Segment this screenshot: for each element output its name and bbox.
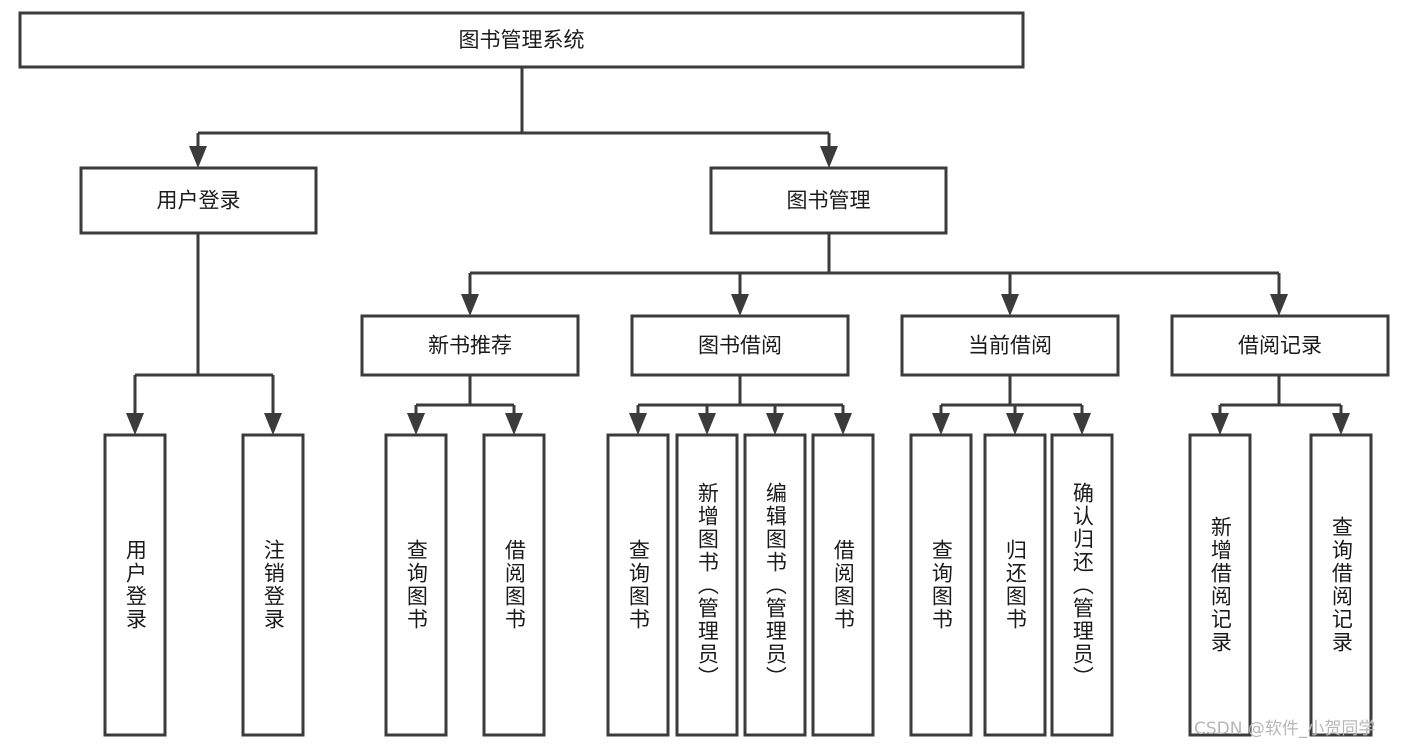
connector-group-userlogin-to-leaves: [126, 233, 282, 435]
node-box-leaf-query-book-1[interactable]: [384, 433, 448, 737]
node-box-leaf-query-record[interactable]: [1309, 433, 1373, 737]
arrow-head-icon: [820, 146, 838, 168]
connector-group-bookborrow-to-leaves: [629, 375, 852, 435]
node-box-current-borrow[interactable]: [900, 314, 1120, 377]
connector-group-currentborrow-to-leaves: [932, 375, 1091, 435]
arrow-head-icon: [698, 413, 716, 435]
node-box-leaf-add-record[interactable]: [1188, 433, 1252, 737]
arrow-head-icon: [264, 413, 282, 435]
boxes-layer: [18, 11, 1390, 737]
arrow-head-icon: [407, 413, 425, 435]
arrow-head-icon: [1001, 294, 1019, 316]
arrow-head-icon: [1073, 413, 1091, 435]
arrow-head-icon: [189, 146, 207, 168]
node-box-leaf-query-book-2[interactable]: [606, 433, 670, 737]
arrow-head-icon: [1211, 413, 1229, 435]
connectors-layer: [126, 67, 1350, 435]
node-box-leaf-borrow-book-2[interactable]: [811, 433, 875, 737]
node-box-leaf-logout[interactable]: [241, 433, 305, 737]
watermark-credit: CSDN @软件_小贺同学: [1194, 719, 1376, 739]
connector-group-newbook-to-leaves: [407, 375, 523, 435]
arrow-head-icon: [834, 413, 852, 435]
node-box-leaf-edit-book[interactable]: [743, 433, 807, 737]
arrow-head-icon: [731, 294, 749, 316]
node-label-book-borrow: 图书借阅: [698, 334, 782, 358]
node-box-leaf-query-book-3[interactable]: [909, 433, 973, 737]
node-box-book-manage[interactable]: [709, 166, 948, 235]
connector-group-root-to-level2: [189, 67, 838, 168]
node-box-borrow-record[interactable]: [1170, 314, 1390, 377]
node-box-user-login[interactable]: [79, 166, 318, 235]
arrow-head-icon: [932, 413, 950, 435]
node-box-leaf-confirm-return[interactable]: [1050, 433, 1114, 737]
arrow-head-icon: [126, 413, 144, 435]
node-label-user-login: 用户登录: [157, 189, 241, 213]
node-label-root: 图书管理系统: [459, 28, 585, 52]
connector-group-bookmanage-to-level3: [461, 233, 1288, 316]
arrow-head-icon: [505, 413, 523, 435]
node-label-current-borrow: 当前借阅: [968, 334, 1052, 358]
node-box-root[interactable]: [18, 11, 1025, 69]
node-box-leaf-return-book[interactable]: [983, 433, 1047, 737]
node-label-new-book-rec: 新书推荐: [428, 334, 512, 358]
node-box-leaf-borrow-book-1[interactable]: [482, 433, 546, 737]
arrow-head-icon: [1332, 413, 1350, 435]
node-box-new-book-rec[interactable]: [360, 314, 580, 377]
node-box-leaf-user-login[interactable]: [103, 433, 167, 737]
arrow-head-icon: [766, 413, 784, 435]
node-label-book-manage: 图书管理: [787, 189, 871, 213]
arrow-head-icon: [1006, 413, 1024, 435]
node-label-borrow-record: 借阅记录: [1238, 334, 1322, 358]
arrow-head-icon: [629, 413, 647, 435]
node-box-book-borrow[interactable]: [630, 314, 850, 377]
connector-group-borrowrecord-to-leaves: [1211, 375, 1350, 435]
arrow-head-icon: [1270, 294, 1288, 316]
arrow-head-icon: [461, 294, 479, 316]
node-box-leaf-add-book[interactable]: [675, 433, 739, 737]
